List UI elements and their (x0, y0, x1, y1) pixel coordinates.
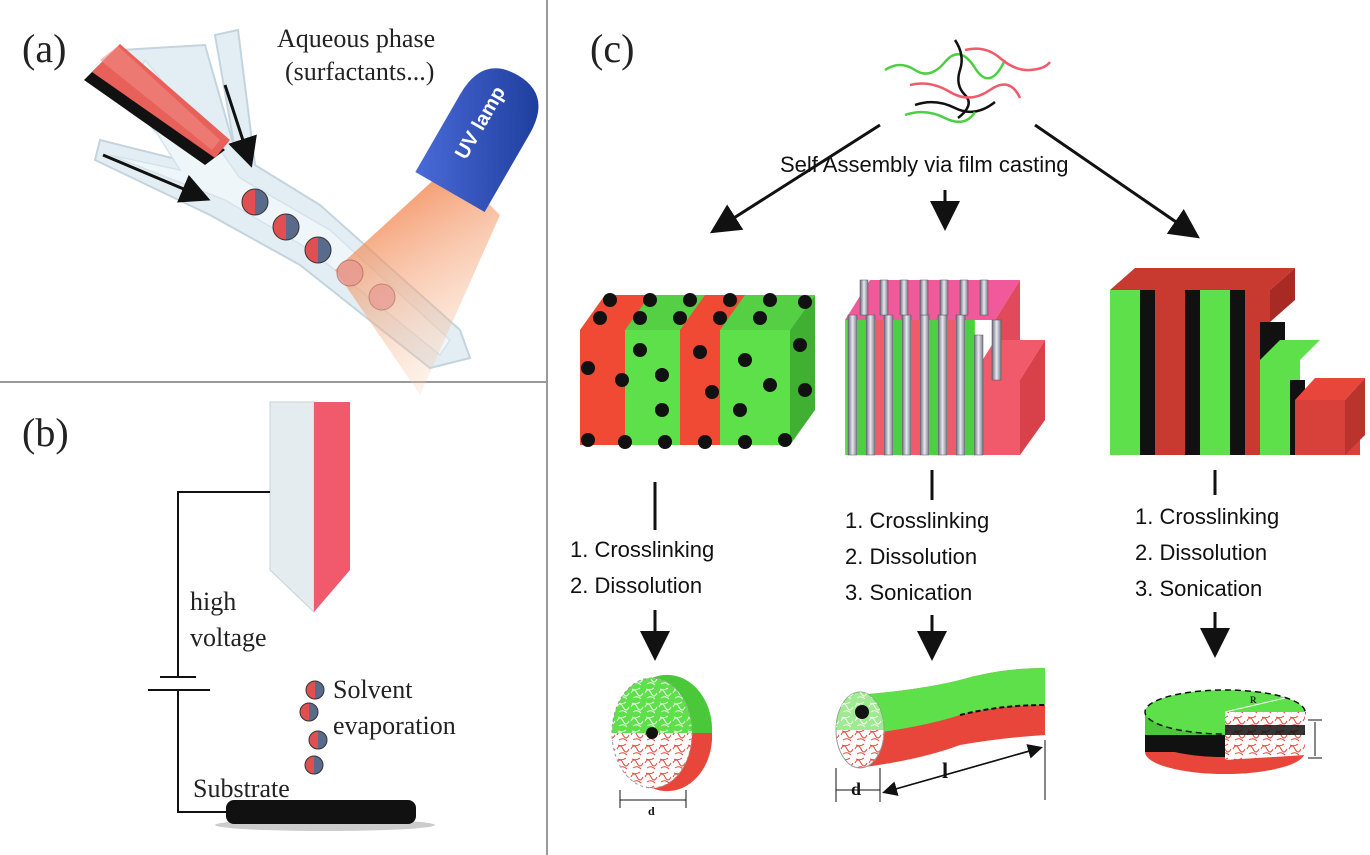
self-assembly-title: Self Assembly via film casting (780, 152, 1069, 177)
panel-b: (b) high voltage Solvent evaporation Sub… (22, 401, 456, 831)
surfactants-label: (surfactants...) (285, 57, 434, 86)
flow-arrow-bottom (102, 153, 211, 203)
polymer-chains-icon (884, 39, 1052, 124)
evaporation-label: evaporation (333, 711, 456, 740)
droplet-4 (336, 259, 364, 287)
droplet-3 (304, 236, 332, 264)
cylinder-diameter-label: d (851, 779, 861, 799)
spray-droplet-1 (305, 680, 325, 700)
spinneret-left (269, 401, 315, 614)
arrow-to-spheres (709, 123, 881, 234)
spray-droplet-3 (308, 730, 328, 750)
uv-lamp: UV lamp (415, 68, 539, 212)
left-step-2: 2. Dissolution (570, 573, 702, 598)
middle-step-1: 1. Crosslinking (845, 508, 989, 533)
aqueous-phase-label: Aqueous phase (277, 24, 435, 53)
right-step-3: 3. Sonication (1135, 576, 1262, 601)
high-label: high (190, 587, 236, 616)
panel-c: (c) Self Assembly via film casting (570, 26, 1365, 818)
disk-micelle: R (1144, 689, 1322, 774)
uv-beam (335, 165, 500, 395)
panel-a: (a) Aqueous phase (surfactants...) UV la… (22, 24, 539, 395)
panel-a-label: (a) (22, 26, 66, 71)
flow-arrow-top (223, 84, 257, 168)
spherical-micelle: d (611, 674, 713, 818)
solvent-label: Solvent (333, 675, 413, 704)
spinneret-right (314, 402, 350, 612)
substrate-label: Substrate (193, 774, 290, 803)
cylinders-block (845, 279, 1045, 456)
inlet-needle (84, 44, 230, 165)
middle-step-3: 3. Sonication (845, 580, 972, 605)
left-step-1: 1. Crosslinking (570, 537, 714, 562)
right-step-2: 2. Dissolution (1135, 540, 1267, 565)
lamellae-block (1110, 268, 1365, 455)
cylinder-length-label: l (942, 758, 948, 783)
cylindrical-micelle: d l (835, 668, 1046, 802)
circuit-wire-bottom (177, 690, 228, 813)
circuit-wire (177, 491, 270, 677)
substrate (226, 800, 416, 824)
sphere-diameter-label: d (648, 804, 655, 818)
arrow-to-lamellae (1034, 123, 1200, 239)
droplet-1 (241, 188, 269, 216)
right-step-1: 1. Crosslinking (1135, 504, 1279, 529)
panel-b-label: (b) (22, 410, 69, 455)
voltage-label: voltage (190, 623, 267, 652)
disk-radius-label: R (1250, 695, 1257, 705)
spray-droplet-2 (299, 702, 319, 722)
panel-c-label: (c) (590, 26, 634, 71)
middle-step-2: 2. Dissolution (845, 544, 977, 569)
spheres-block (580, 293, 815, 449)
spray-droplet-4 (304, 755, 324, 775)
droplet-2 (272, 213, 300, 241)
droplet-5 (368, 283, 396, 311)
